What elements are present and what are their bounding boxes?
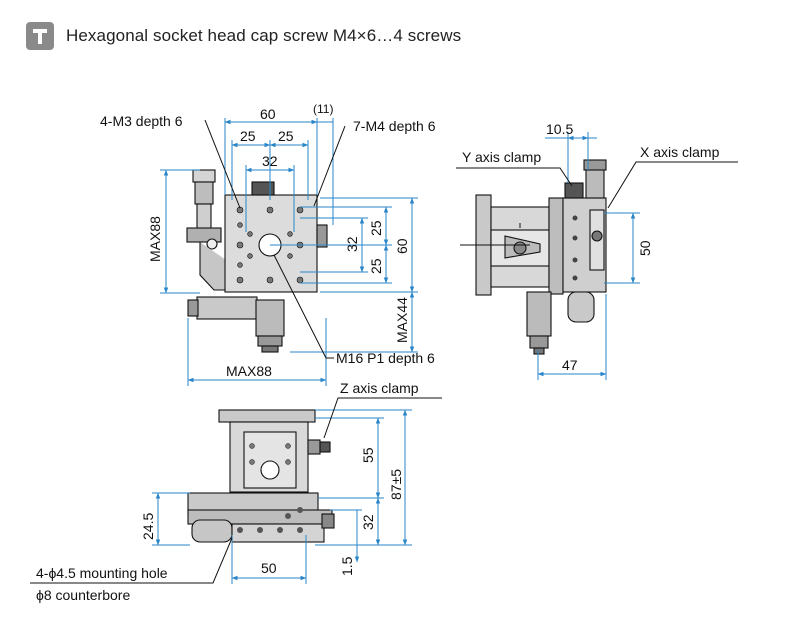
- dim-60: 60: [260, 106, 276, 122]
- screw-icon: [26, 22, 54, 50]
- dim-32-right: 32: [344, 236, 360, 252]
- dim-24-5: 24.5: [140, 513, 156, 540]
- label-z-clamp: Z axis clamp: [340, 380, 419, 396]
- dim-50-side: 50: [637, 240, 653, 256]
- dim-25-left: 25: [240, 128, 256, 144]
- dim-11: (11): [313, 102, 333, 116]
- label-x-clamp: X axis clamp: [640, 144, 720, 160]
- dim-25-lower: 25: [368, 258, 384, 274]
- side-view: 10.5 Y axis clamp X axis clamp 50 47: [456, 121, 738, 380]
- dim-47: 47: [562, 357, 578, 373]
- dim-10-5: 10.5: [546, 121, 573, 137]
- dim-32-front: 32: [360, 514, 376, 530]
- header-title: Hexagonal socket head cap screw M4×6…4 s…: [66, 26, 462, 45]
- dim-55: 55: [360, 447, 376, 463]
- header: Hexagonal socket head cap screw M4×6…4 s…: [26, 22, 461, 50]
- dim-25-upper: 25: [368, 220, 384, 236]
- dim-25-right: 25: [278, 128, 294, 144]
- label-7-m4: 7-M4 depth 6: [353, 118, 436, 134]
- dim-1-5: 1.5: [339, 556, 355, 576]
- dim-32-top: 32: [262, 153, 278, 169]
- label-m16: M16 P1 depth 6: [336, 350, 435, 366]
- dim-50-front: 50: [261, 560, 277, 576]
- label-4-m3: 4-M3 depth 6: [100, 113, 183, 129]
- dim-max88-horizontal: MAX88: [226, 363, 272, 379]
- dim-max44: MAX44: [394, 297, 410, 343]
- dim-87: 87±5: [388, 469, 404, 500]
- micrometer-lower: [187, 296, 285, 353]
- micrometer-upper: [186, 169, 227, 291]
- dim-max88-vertical: MAX88: [147, 216, 163, 262]
- screw-head: [251, 181, 275, 196]
- front-view: Z axis clamp 55 87±5 32 24.5 50 1.5 4-ϕ4…: [30, 380, 442, 603]
- label-mounting-hole: 4-ϕ4.5 mounting hole: [36, 565, 168, 581]
- top-view: 4-M3 depth 6 60 (11) 7-M4 depth 6 25 25 …: [100, 102, 436, 386]
- label-counterbore: ϕ8 counterbore: [36, 587, 130, 603]
- label-y-clamp: Y axis clamp: [462, 149, 541, 165]
- dim-60-right: 60: [394, 238, 410, 254]
